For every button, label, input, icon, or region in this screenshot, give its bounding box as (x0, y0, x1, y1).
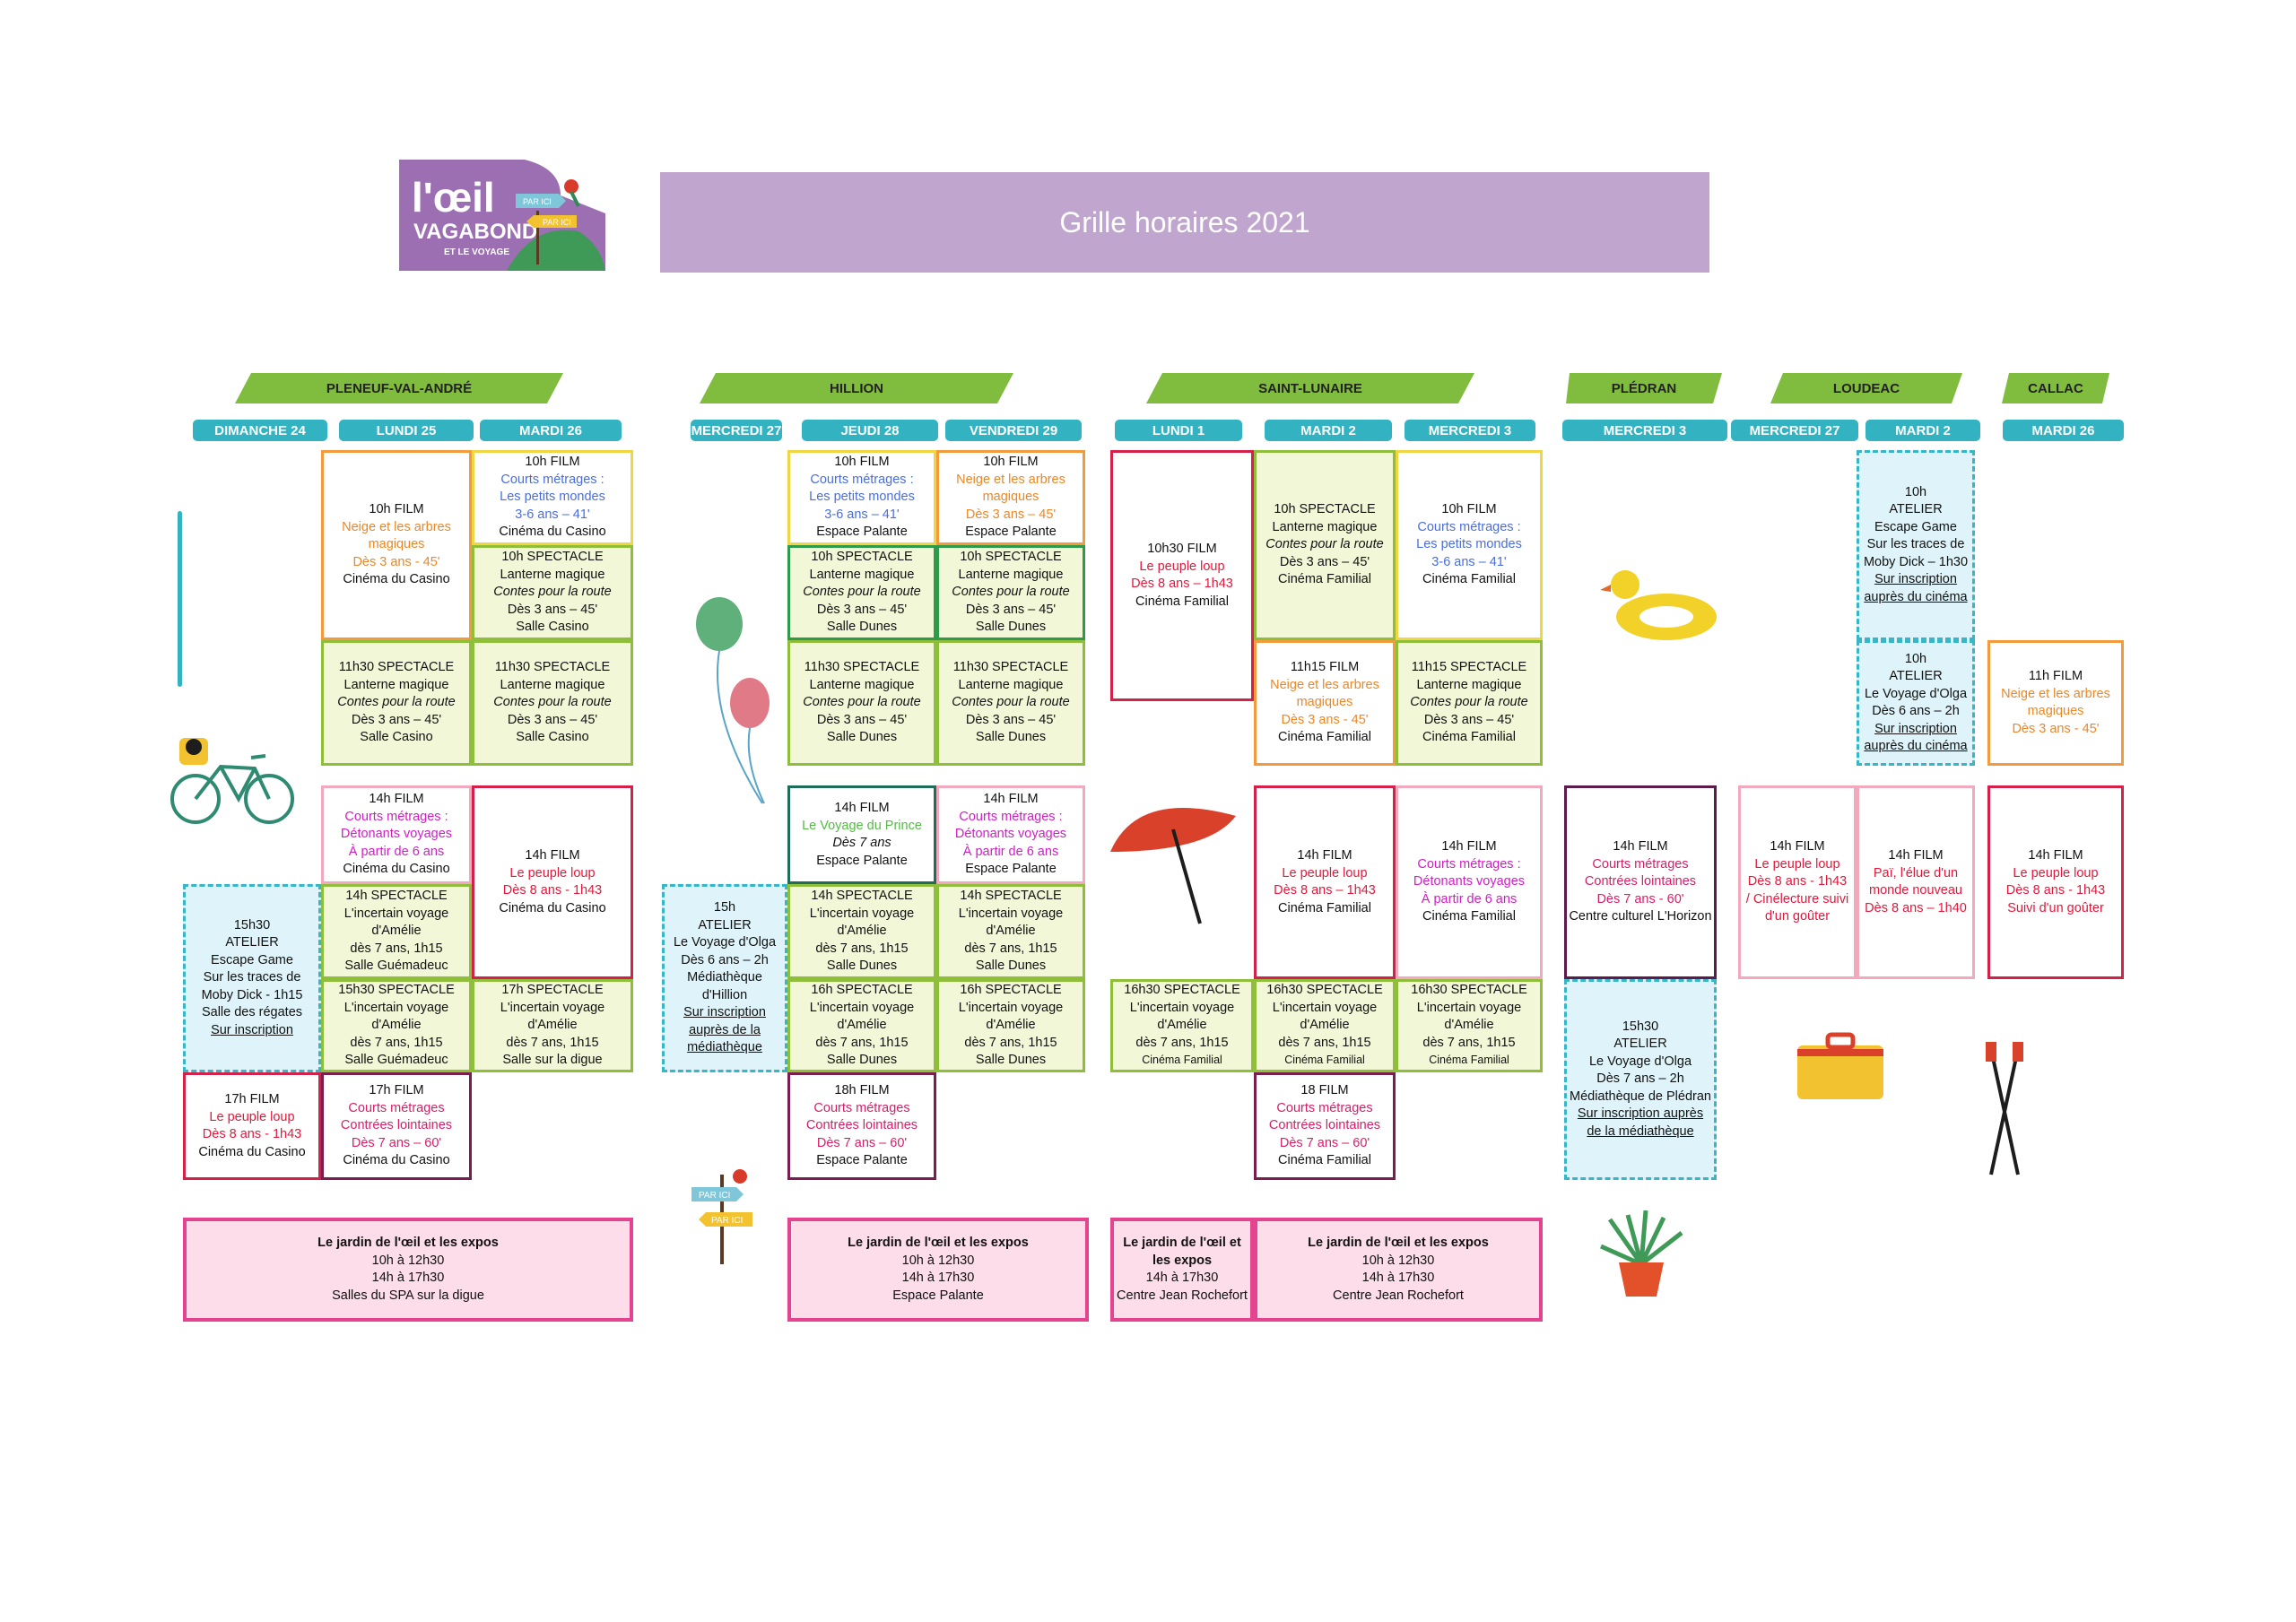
day-tab-mercredi-3: MERCREDI 3 (1405, 420, 1535, 441)
balloons-icon (696, 597, 770, 804)
day-tab-vendredi-29: VENDREDI 29 (945, 420, 1082, 441)
day-tab-mardi-26: MARDI 26 (480, 420, 622, 441)
decor-line (178, 511, 182, 687)
town-banner-loudeac: LOUDEAC (1770, 373, 1962, 403)
day-tab-mardi-26-callac: MARDI 26 (2003, 420, 2124, 441)
day-tab-mercredi-27-loudeac: MERCREDI 27 (1731, 420, 1858, 441)
day-tab-lundi-1: LUNDI 1 (1115, 420, 1242, 441)
page-title: Grille horaires 2021 (660, 172, 1709, 273)
signpost-icon: PAR ICI PAR ICI (691, 1169, 752, 1264)
town-label: PLENEUF-VAL-ANDRÉ (326, 380, 473, 396)
town-banner-callac: CALLAC (2002, 373, 2109, 403)
plant-icon (1599, 1210, 1683, 1297)
town-label: LOUDEAC (1832, 380, 1900, 396)
logo: l'œil VAGABOND ET LE VOYAGE PAR ICI PAR … (399, 160, 605, 271)
town-banner-hillion: HILLION (700, 373, 1013, 403)
duck-float-icon (1600, 570, 1717, 640)
signpost-label: PAR ICI (711, 1216, 743, 1226)
town-label: HILLION (830, 380, 883, 396)
logo-word-oeil: l'œil (412, 174, 495, 221)
day-tab-mercredi-27: MERCREDI 27 (691, 420, 782, 441)
town-label: CALLAC (2028, 380, 2083, 396)
town-label: SAINT-LUNAIRE (1258, 380, 1362, 396)
suitcase-icon (1797, 1032, 1883, 1099)
town-banner-pledran: PLÉDRAN (1566, 373, 1722, 403)
bicycle-icon (170, 738, 294, 824)
day-tab-mardi-2-loudeac: MARDI 2 (1866, 420, 1980, 441)
day-tab-dimanche-24: DIMANCHE 24 (193, 420, 327, 441)
parasol-icon (1110, 808, 1236, 924)
signpost-label: PAR ICI (699, 1191, 730, 1201)
logo-sign-2: PAR ICI (543, 218, 571, 227)
day-tab-jeudi-28: JEUDI 28 (802, 420, 938, 441)
day-tab-lundi-25: LUNDI 25 (339, 420, 474, 441)
logo-sign-1: PAR ICI (523, 197, 552, 206)
town-banner-saint-lunaire: SAINT-LUNAIRE (1146, 373, 1474, 403)
ski-poles-icon (1986, 1042, 2023, 1175)
town-label: PLÉDRAN (1611, 380, 1677, 396)
day-tab-mercredi-3-pledran: MERCREDI 3 (1562, 420, 1727, 441)
town-banner-pleneuf: PLENEUF-VAL-ANDRÉ (235, 373, 563, 403)
logo-word-voyage: ET LE VOYAGE (444, 247, 509, 257)
day-tab-mardi-2: MARDI 2 (1265, 420, 1392, 441)
logo-word-vagabond: VAGABOND (413, 220, 537, 244)
